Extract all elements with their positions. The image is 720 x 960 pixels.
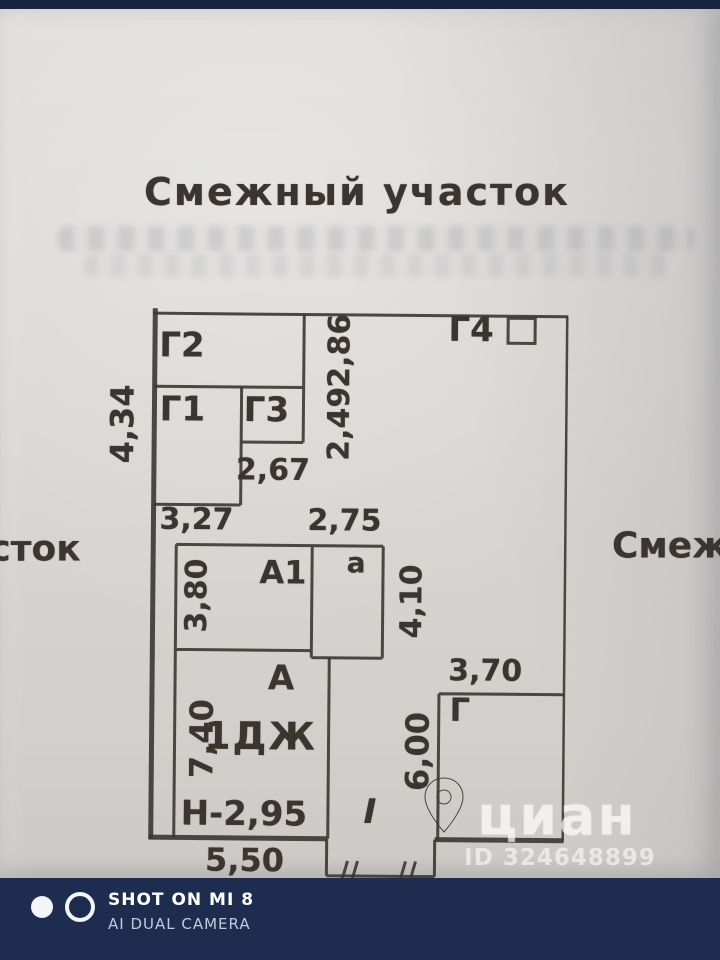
dim-label-3-27: 3,27 — [159, 501, 234, 538]
gate-hatch-marks — [336, 860, 417, 894]
room-label-g1: Г1 — [159, 389, 206, 430]
bleed-through-text-row-2 — [84, 254, 670, 277]
dim-label-2-75: 2,75 — [307, 503, 382, 539]
unit-label-1dzh: 1ДЖ — [203, 713, 318, 759]
adjacent-plot-title: Смежный участок — [144, 170, 570, 214]
left-plot-label-cut: сток — [0, 528, 81, 570]
dim-label-4-34: 4,34 — [102, 384, 142, 464]
room-a-right-wall — [326, 657, 331, 839]
cian-brand-watermark: циан — [477, 784, 637, 848]
plan-outer-bottom-wall-right — [434, 837, 564, 844]
room-label-g2: Г2 — [159, 325, 205, 366]
dim-label-2-67: 2,67 — [235, 452, 311, 489]
bleed-through-text-row-1 — [58, 226, 694, 251]
dim-label-4-10: 4,10 — [393, 564, 430, 639]
listing-id-watermark: ID 324648899 — [464, 845, 656, 871]
photo-top-edge — [0, 0, 720, 9]
dim-label-6-00: 6,00 — [398, 711, 437, 792]
room-g3-walls — [241, 440, 304, 444]
dim-label-5-50: 5,50 — [204, 840, 285, 880]
room-g2-walls — [154, 314, 306, 443]
dim-label-7-40: 7,40 — [182, 698, 221, 779]
camera-watermark-band — [0, 878, 720, 960]
dual-camera-text: AI DUAL CAMERA — [108, 915, 251, 933]
dim-label-3-80: 3,80 — [178, 558, 215, 633]
block-a1-and-a-walls — [172, 542, 385, 838]
g4-structure-symbol — [506, 316, 537, 346]
camera-ring-icon — [65, 892, 95, 922]
room-label-g: Г — [449, 690, 471, 729]
right-plot-label-cut: Смеж — [611, 525, 720, 567]
plan-outer-left-wall — [148, 308, 158, 840]
gate-roman-numeral: I — [363, 792, 377, 833]
room-label-a1: А1 — [259, 553, 307, 592]
room-label-g4: Г4 — [448, 309, 494, 351]
paper-sheet — [0, 9, 720, 878]
camera-dot-icon — [31, 896, 53, 918]
dim-label-3-70: 3,70 — [447, 653, 523, 689]
dim-label-2-49: 2,49 — [321, 386, 358, 461]
plan-outer-bottom-wall-left — [148, 834, 327, 842]
gate-structure — [324, 838, 437, 879]
ceiling-height-label: Н-2,95 — [180, 793, 308, 835]
plan-outer-top-wall — [153, 311, 569, 319]
room-label-g3: Г3 — [243, 389, 290, 431]
room-label-a: А — [267, 658, 295, 699]
room-g1-walls — [153, 386, 244, 507]
plan-outer-right-wall — [561, 316, 569, 841]
shot-on-text: SHOT ON MI 8 — [108, 890, 255, 910]
room-label-a-small: а — [346, 546, 366, 580]
dim-label-2-86: 2,86 — [322, 313, 358, 388]
